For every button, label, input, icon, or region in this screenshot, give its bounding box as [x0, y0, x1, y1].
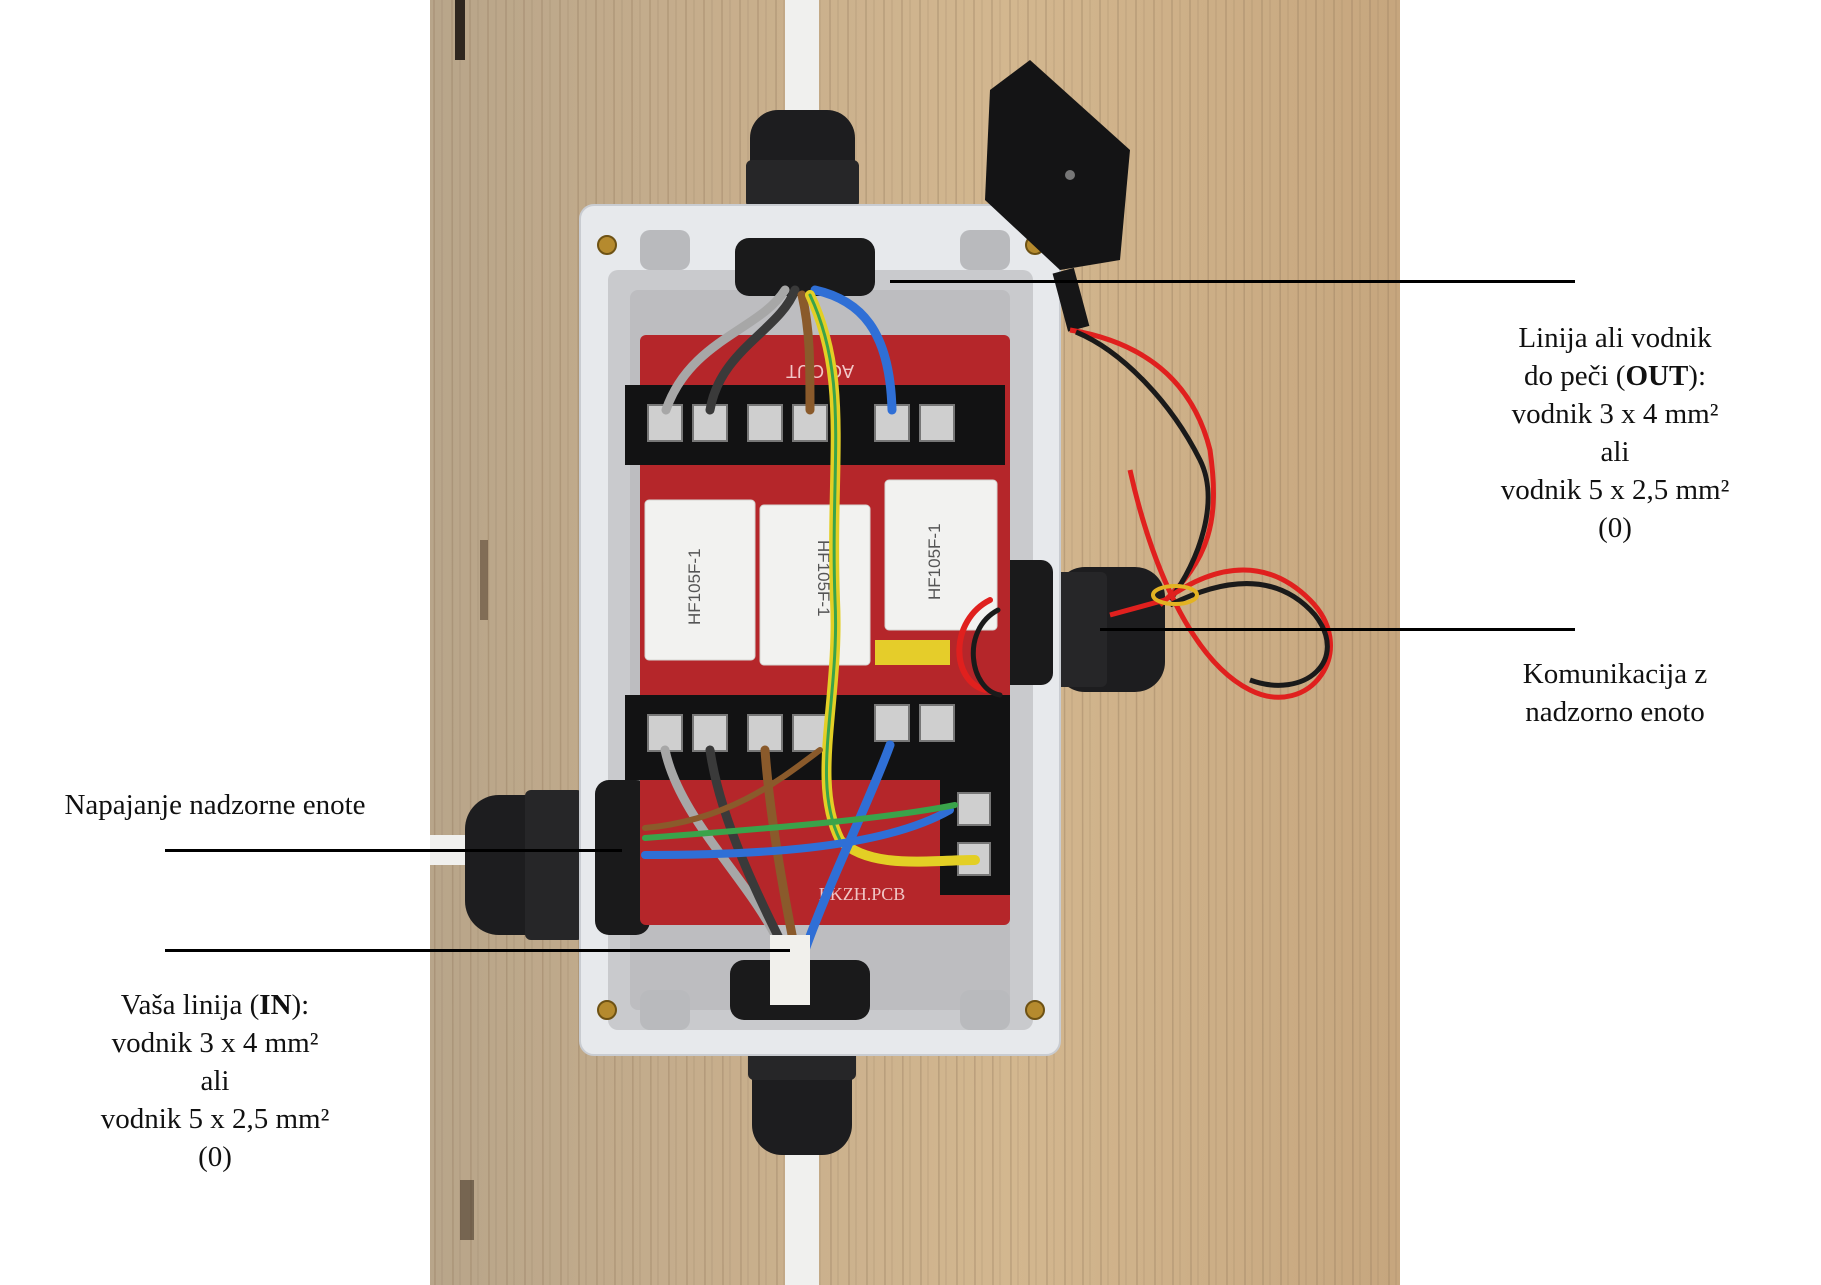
relay-1: HF105F-1: [644, 499, 756, 661]
wire-gray-top: [661, 285, 790, 415]
in-cable-sheath: [770, 935, 810, 1005]
wire-brown-top: [797, 290, 815, 415]
in-line1: Vaša linija (IN):: [120, 989, 310, 1021]
in-line2: vodnik 3 x 4 mm²: [111, 1027, 319, 1059]
out-bold: OUT: [1625, 360, 1689, 392]
junction-box-illustration: AC OUT LKZH.PCB HF105F-1 HF105F-1 H: [430, 0, 1400, 1285]
leader-line-out: [890, 280, 1575, 283]
wire-blue-left: [641, 806, 954, 859]
bottom-cable: [785, 1130, 819, 1285]
leader-line-in: [165, 949, 790, 952]
label-power-supply: Napajanje nadzorne enote: [40, 786, 390, 824]
out-line4: ali: [1600, 436, 1630, 468]
relay-3: HF105F-1: [884, 479, 998, 631]
relay-2: HF105F-1: [759, 504, 871, 666]
leader-line-communication: [1100, 628, 1575, 631]
communication-plug: [985, 60, 1130, 332]
wire-black-comm: [970, 607, 1003, 698]
pcb-header-text: AC OUT: [786, 361, 854, 381]
out-line5: vodnik 5 x 2,5 mm²: [1500, 474, 1730, 506]
wire-brown-bottom: [760, 745, 800, 955]
left-gland-nut: [595, 780, 650, 935]
in-bold: IN: [259, 989, 292, 1021]
junction-box-photo: AC OUT LKZH.PCB HF105F-1 HF105F-1 H: [430, 0, 1400, 1285]
wires: [641, 285, 1003, 955]
svg-text:HF105F-1: HF105F-1: [685, 548, 704, 625]
label-communication: Komunikacija z nadzorno enoto: [1485, 655, 1745, 731]
out-line2: do peči (OUT):: [1523, 360, 1707, 392]
pcb-marking-text: LKZH.PCB: [819, 884, 906, 904]
wire-black-bottom: [705, 745, 790, 955]
yellow-component: [875, 640, 950, 665]
wire-green-left: [642, 802, 958, 841]
svg-text:HF105F-1: HF105F-1: [814, 540, 833, 617]
out-line1: Linija ali vodnik: [1518, 322, 1712, 354]
leader-line-power: [165, 849, 622, 852]
bottom-terminal-block: [625, 695, 1010, 895]
out-line3: vodnik 3 x 4 mm²: [1511, 398, 1719, 430]
wire-brown-left: [642, 747, 823, 831]
in-line3: ali: [200, 1065, 230, 1097]
power-line1: Napajanje nadzorne enote: [64, 789, 366, 821]
label-in-line: Vaša linija (IN): vodnik 3 x 4 mm² ali v…: [70, 986, 360, 1176]
top-gland-nut: [735, 238, 875, 296]
out-line6: (0): [1598, 512, 1632, 544]
comm-line2: nadzorno enoto: [1525, 696, 1705, 728]
wire-blue-top: [810, 285, 897, 415]
in-line4: vodnik 5 x 2,5 mm²: [100, 1103, 330, 1135]
wire-red-comm: [956, 597, 993, 693]
comm-line1: Komunikacija z: [1522, 658, 1708, 690]
top-cable: [785, 0, 819, 130]
in-line5: (0): [198, 1141, 232, 1173]
left-cable-gland: [465, 790, 583, 940]
top-terminal-block: [625, 385, 1005, 465]
wire-black-top: [705, 285, 800, 415]
communication-cable: [1069, 327, 1333, 700]
label-out-line: Linija ali vodnik do peči (OUT): vodnik …: [1485, 319, 1745, 547]
top-cable-gland: [746, 110, 859, 225]
right-gland-nut: [998, 560, 1053, 685]
svg-text:HF105F-1: HF105F-1: [925, 523, 944, 600]
